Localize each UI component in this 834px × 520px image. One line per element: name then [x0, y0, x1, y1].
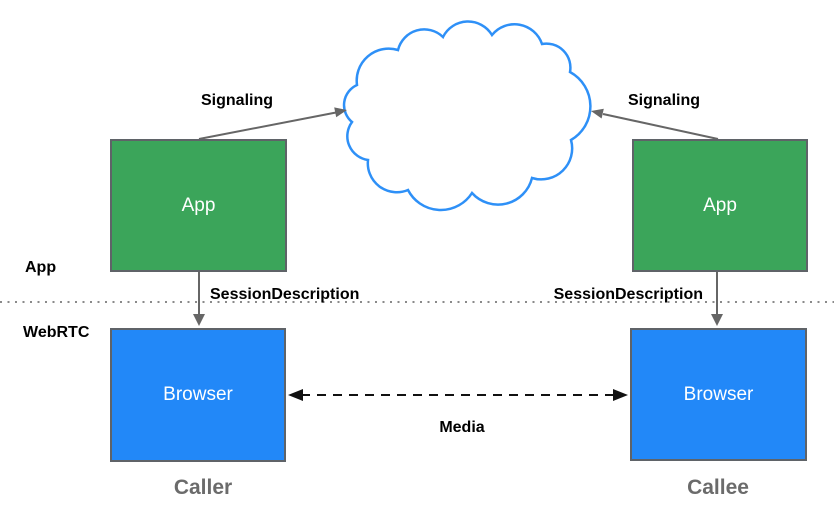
session-description-arrowhead-right — [711, 314, 723, 326]
signaling-arrow-left — [198, 111, 337, 140]
callee-app-box-label: App — [703, 194, 737, 216]
signaling-arrow-right — [602, 113, 719, 140]
signaling-cloud-shape — [342, 20, 592, 212]
session-description-label-right: SessionDescription — [553, 286, 703, 303]
signaling-label-left: Signaling — [201, 92, 273, 109]
media-label: Media — [439, 419, 485, 436]
media-arrowhead-left — [288, 389, 303, 401]
signaling-label-right: Signaling — [628, 92, 700, 109]
callee-browser-box: Browser — [630, 328, 807, 461]
session-description-label-left: SessionDescription — [210, 286, 360, 303]
caller-browser-box: Browser — [110, 328, 286, 462]
media-arrowhead-right — [613, 389, 628, 401]
callee-role-label: Callee — [687, 476, 749, 499]
caller-browser-box-label: Browser — [163, 384, 233, 405]
caller-app-box: App — [110, 139, 287, 272]
caller-role-label: Caller — [173, 476, 233, 499]
callee-app-box: App — [632, 139, 808, 272]
signaling-arrowhead-left — [334, 107, 347, 118]
session-description-arrowhead-left — [193, 314, 205, 326]
callee-browser-box-label: Browser — [683, 383, 754, 405]
layer-label-webrtc: WebRTC — [23, 324, 90, 341]
layer-label-app: App — [25, 259, 57, 276]
signaling-arrowhead-right — [591, 108, 604, 119]
caller-app-box-label: App — [181, 194, 216, 216]
